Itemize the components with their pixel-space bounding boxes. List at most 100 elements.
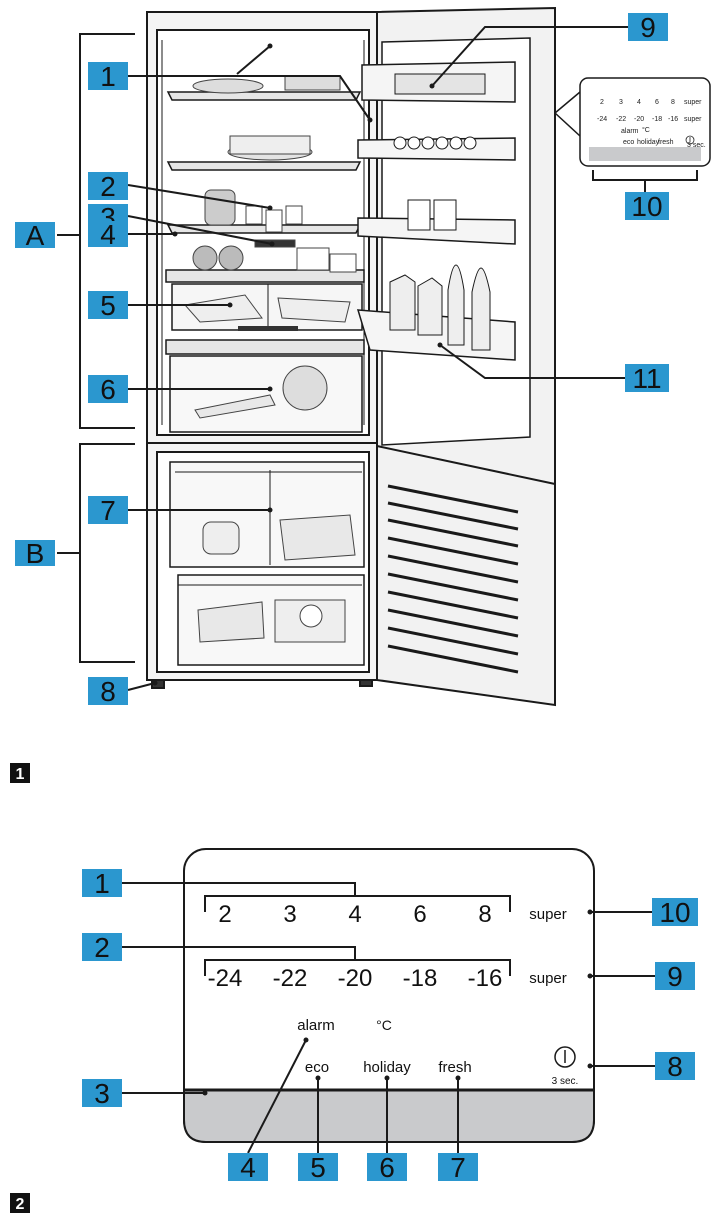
fridge-temp-2[interactable]: 2 [218, 901, 231, 928]
super-freezer-button[interactable]: super [529, 970, 567, 987]
svg-text:1: 1 [16, 766, 25, 783]
freezer-temp-minus-24[interactable]: -24 [208, 965, 243, 992]
freezer-temp-minus-22[interactable]: -22 [273, 965, 308, 992]
temp-row-brackets [204, 895, 511, 976]
svg-text:3 sec.: 3 sec. [687, 142, 706, 149]
figure-1: A B [10, 6, 711, 783]
svg-text:2: 2 [94, 932, 110, 963]
svg-text:super: super [684, 99, 702, 106]
callout-2-8: 8 [655, 1051, 695, 1082]
svg-text:11: 11 [632, 363, 661, 394]
holiday-mode-button[interactable]: holiday [363, 1059, 411, 1076]
freezer-temperature-row: -24 -22 -20 -18 -16 super [208, 965, 567, 992]
fridge-temp-6[interactable]: 6 [413, 901, 426, 928]
svg-text:-20: -20 [634, 116, 644, 123]
figure-2-leader-lines [122, 882, 655, 1154]
callout-1-5: 5 [88, 290, 128, 321]
mini-panel-bracket [592, 170, 698, 192]
svg-text:A: A [26, 220, 45, 251]
svg-text:super: super [684, 116, 702, 123]
svg-text:2: 2 [100, 171, 116, 202]
svg-text:1: 1 [100, 61, 116, 92]
group-label-a: A [15, 220, 55, 251]
temperature-unit: °C [376, 1017, 392, 1033]
svg-text:9: 9 [640, 12, 656, 43]
fridge-temp-8[interactable]: 8 [478, 901, 491, 928]
bracket-a [57, 33, 135, 429]
figure-2-leader-dots [202, 909, 593, 1096]
fridge-door [356, 6, 556, 707]
freezer-temp-minus-18[interactable]: -18 [403, 965, 438, 992]
svg-text:6: 6 [379, 1152, 395, 1183]
freezer-temp-minus-20[interactable]: -20 [338, 965, 373, 992]
svg-text:4: 4 [637, 99, 641, 106]
callout-2-2: 2 [82, 932, 122, 963]
fridge-temp-4[interactable]: 4 [348, 901, 361, 928]
alarm-button[interactable]: alarm [297, 1017, 335, 1034]
svg-text:4: 4 [240, 1152, 256, 1183]
fridge-temperature-row: 2 3 4 6 8 super [218, 901, 566, 928]
callout-1-10: 10 [625, 191, 669, 222]
svg-text:alarm: alarm [621, 128, 639, 135]
svg-text:°C: °C [642, 126, 650, 134]
callout-1-9: 9 [628, 12, 668, 43]
svg-text:fresh: fresh [658, 139, 674, 146]
super-fridge-button[interactable]: super [529, 906, 567, 923]
callout-2-9: 9 [655, 961, 695, 992]
svg-text:8: 8 [671, 99, 675, 106]
svg-text:10: 10 [659, 897, 690, 928]
svg-text:5: 5 [310, 1152, 326, 1183]
figure-2: 2 3 4 6 8 super -24 -22 -20 -18 -16 supe… [10, 848, 698, 1213]
figure-tag-1: 1 [10, 763, 30, 783]
control-panel [183, 848, 595, 1143]
callout-2-7: 7 [438, 1152, 478, 1183]
svg-text:-22: -22 [616, 116, 626, 123]
svg-text:2: 2 [16, 1196, 25, 1213]
mini-power-icon [685, 135, 695, 145]
callout-1-4: 4 [88, 219, 128, 250]
callout-1-2: 2 [88, 171, 128, 202]
callout-2-4: 4 [228, 1152, 268, 1183]
fridge-temp-3[interactable]: 3 [283, 901, 296, 928]
callout-1-7: 7 [88, 495, 128, 526]
svg-text:4: 4 [100, 219, 116, 250]
callout-2-10: 10 [652, 897, 698, 928]
svg-text:9: 9 [667, 961, 683, 992]
bracket-b [57, 443, 135, 663]
svg-text:5: 5 [100, 290, 116, 321]
svg-text:3: 3 [619, 99, 623, 106]
figure-1-leader-lines [127, 26, 628, 691]
svg-text:7: 7 [450, 1152, 466, 1183]
figure-tag-2: 2 [10, 1193, 30, 1213]
callout-1-8: 8 [88, 676, 128, 707]
power-icon [554, 1046, 576, 1068]
power-button[interactable]: 3 sec. [552, 1046, 579, 1087]
svg-text:-16: -16 [668, 116, 678, 123]
svg-text:10: 10 [631, 191, 662, 222]
callout-2-1: 1 [82, 868, 122, 899]
svg-text:B: B [26, 538, 45, 569]
fresh-mode-button[interactable]: fresh [438, 1059, 471, 1076]
svg-text:holiday: holiday [637, 139, 660, 146]
food-items [184, 75, 357, 643]
svg-text:8: 8 [100, 676, 116, 707]
power-hold-hint: 3 sec. [552, 1076, 579, 1087]
svg-text:1: 1 [94, 868, 110, 899]
fridge-cabinet [146, 11, 378, 689]
svg-text:3: 3 [94, 1078, 110, 1109]
callout-2-3: 3 [82, 1078, 122, 1109]
freezer-temp-minus-16[interactable]: -16 [468, 965, 503, 992]
svg-text:2: 2 [600, 99, 604, 106]
group-label-b: B [15, 538, 55, 569]
svg-text:6: 6 [655, 99, 659, 106]
callout-2-6: 6 [367, 1152, 407, 1183]
callout-1-6: 6 [88, 374, 128, 405]
callout-2-5: 5 [298, 1152, 338, 1183]
callout-1-1: 1 [88, 61, 128, 92]
eco-mode-button[interactable]: eco [305, 1059, 329, 1076]
svg-text:6: 6 [100, 374, 116, 405]
figure-1-leader-dots [152, 43, 443, 686]
svg-text:-24: -24 [597, 116, 607, 123]
svg-text:eco: eco [623, 139, 634, 146]
